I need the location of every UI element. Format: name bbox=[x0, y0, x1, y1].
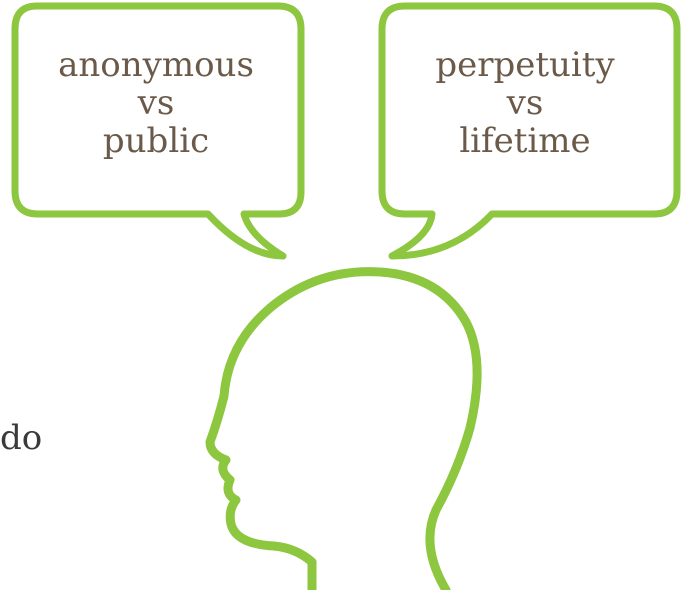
bubble-left-line-3: public bbox=[102, 121, 210, 161]
bubble-right-line-2: vs bbox=[506, 83, 544, 123]
bubble-right-line-1: perpetuity bbox=[435, 45, 615, 85]
speech-bubble-right bbox=[378, 2, 681, 260]
bubble-right-text: perpetuity vs lifetime bbox=[374, 46, 676, 160]
speech-bubble-left bbox=[11, 2, 305, 260]
head-silhouette-icon bbox=[205, 267, 482, 590]
bubble-right-line-3: lifetime bbox=[459, 121, 591, 161]
bubble-left-text: anonymous vs public bbox=[10, 46, 302, 160]
clipped-side-text: do bbox=[0, 418, 43, 458]
bubble-left-line-2: vs bbox=[137, 83, 175, 123]
bubble-left-line-1: anonymous bbox=[58, 45, 254, 85]
